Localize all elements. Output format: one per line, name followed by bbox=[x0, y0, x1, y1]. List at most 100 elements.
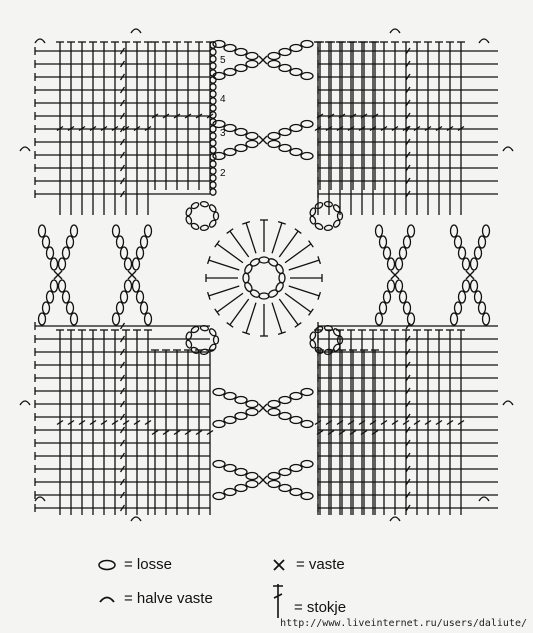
loop-chain bbox=[469, 279, 479, 293]
loop-chain bbox=[115, 301, 125, 315]
row-chain bbox=[209, 146, 217, 154]
row-chain bbox=[209, 181, 217, 189]
double-crochet bbox=[424, 125, 432, 132]
loop-chain bbox=[234, 483, 248, 493]
double-crochet bbox=[405, 400, 411, 408]
slip-stitch bbox=[478, 38, 490, 44]
loop-chain bbox=[234, 395, 248, 405]
double-crochet bbox=[405, 73, 411, 81]
double-crochet bbox=[56, 125, 64, 132]
loop-chain bbox=[223, 123, 237, 133]
loop-chain bbox=[386, 257, 396, 271]
slip-stitch bbox=[34, 496, 46, 502]
loop-chain bbox=[453, 301, 463, 315]
loop-chain bbox=[374, 312, 384, 326]
center-ring-chain bbox=[258, 292, 270, 300]
slip-stitch bbox=[19, 146, 31, 152]
loop-chain bbox=[481, 224, 491, 238]
loop-chain bbox=[111, 224, 121, 238]
double-crochet bbox=[405, 112, 411, 120]
double-crochet bbox=[405, 190, 411, 198]
row-number-3: 3 bbox=[220, 128, 226, 139]
loop-chain bbox=[278, 395, 292, 405]
loop-chain bbox=[49, 279, 59, 293]
center-spoke bbox=[214, 240, 220, 248]
loop-chain bbox=[406, 312, 416, 326]
center-ring-chain bbox=[275, 263, 284, 275]
loop-chain bbox=[135, 290, 145, 304]
double-crochet bbox=[119, 465, 126, 473]
row-chain bbox=[209, 90, 217, 98]
double-crochet bbox=[119, 190, 126, 198]
petal-chain bbox=[309, 215, 317, 225]
loop-chain bbox=[245, 479, 259, 489]
loop-chain bbox=[402, 301, 412, 315]
loop-chain bbox=[245, 471, 259, 481]
loop-chain bbox=[453, 235, 463, 249]
double-crochet bbox=[119, 112, 126, 120]
center-spoke bbox=[206, 291, 211, 300]
loop-chain bbox=[69, 224, 79, 238]
loop-chain bbox=[267, 399, 281, 409]
double-crochet bbox=[405, 504, 411, 512]
legend-slip-stitch: = halve vaste bbox=[96, 590, 213, 607]
double-crochet bbox=[111, 125, 119, 132]
double-crochet bbox=[162, 113, 170, 119]
double-crochet bbox=[56, 419, 64, 426]
center-spoke bbox=[277, 331, 286, 336]
legend-chain-label: = losse bbox=[124, 556, 172, 573]
center-spoke bbox=[242, 331, 251, 336]
row-chain bbox=[209, 97, 217, 105]
double-crochet bbox=[371, 429, 379, 436]
double-crochet bbox=[173, 113, 181, 119]
loop-chain bbox=[289, 487, 303, 497]
double-crochet bbox=[119, 413, 126, 421]
double-crochet bbox=[405, 452, 411, 460]
loop-chain bbox=[382, 290, 392, 304]
row-chain bbox=[209, 48, 217, 56]
loop-chain bbox=[245, 131, 259, 141]
petal-chain bbox=[212, 211, 220, 221]
row-chain bbox=[209, 83, 217, 91]
center-spoke bbox=[284, 292, 312, 313]
center-spoke bbox=[242, 220, 251, 225]
center-ring-chain bbox=[275, 281, 284, 293]
double-crochet bbox=[122, 419, 130, 426]
double-crochet bbox=[435, 419, 443, 426]
double-crochet bbox=[402, 125, 410, 132]
loop-chain bbox=[289, 147, 303, 157]
slip-stitch bbox=[34, 38, 46, 44]
side-single-crochet bbox=[53, 270, 63, 280]
slip-stitch bbox=[19, 400, 31, 406]
double-crochet bbox=[67, 419, 75, 426]
loop-chain bbox=[300, 119, 314, 129]
double-crochet bbox=[100, 419, 108, 426]
loop-chain bbox=[289, 391, 303, 401]
petal-chain bbox=[208, 204, 217, 213]
double-crochet bbox=[111, 419, 119, 426]
loop-chain bbox=[300, 491, 314, 501]
double-crochet bbox=[67, 125, 75, 132]
double-crochet bbox=[405, 426, 411, 434]
row-chain bbox=[209, 188, 217, 196]
petal-chain bbox=[212, 335, 220, 345]
loop-chain bbox=[457, 246, 467, 260]
loop-chain bbox=[234, 467, 248, 477]
loop-chain bbox=[457, 290, 467, 304]
slip-stitch bbox=[389, 516, 401, 522]
loop-chain bbox=[69, 312, 79, 326]
loop-chain bbox=[394, 279, 404, 293]
double-crochet bbox=[424, 419, 432, 426]
double-crochet bbox=[119, 439, 126, 447]
center-spoke bbox=[294, 322, 302, 328]
side-single-crochet bbox=[465, 270, 475, 280]
loop-chain bbox=[477, 301, 487, 315]
center-spoke bbox=[245, 302, 257, 334]
loop-chain bbox=[234, 47, 248, 57]
loop-chain bbox=[278, 47, 292, 57]
row-number-5: 5 bbox=[220, 55, 226, 66]
center-spoke bbox=[278, 298, 299, 326]
loop-chain bbox=[123, 279, 133, 293]
loop-chain bbox=[382, 246, 392, 260]
loop-chain bbox=[223, 487, 237, 497]
